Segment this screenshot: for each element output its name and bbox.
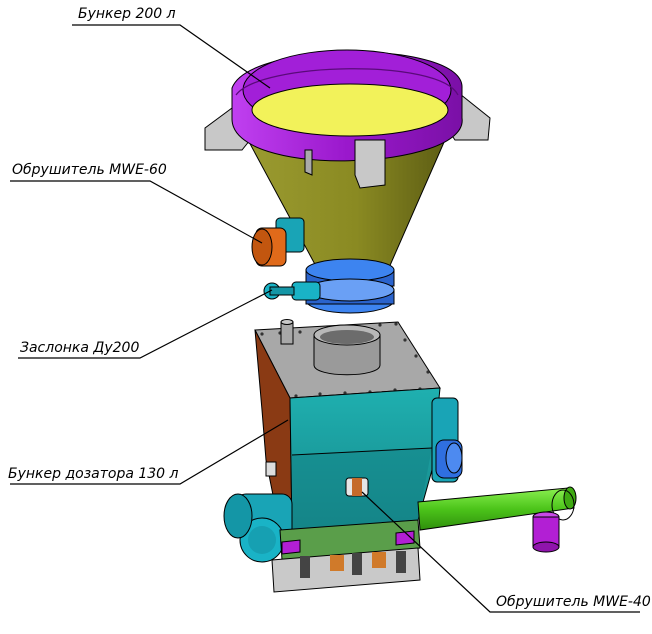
label-crusher-mwe60: Обрушитель MWE-60 [12,162,167,178]
gate-du200-icon [263,278,395,314]
hopper-200-icon [204,49,491,297]
label-gate-du200: Заслонка Ду200 [20,340,139,356]
dosing-hopper-icon [254,319,441,531]
crusher-mwe60-icon [251,217,305,267]
crusher-mwe40-icon [223,493,293,563]
label-hopper-200: Бункер 200 л [78,6,176,22]
label-dosing-hopper-130: Бункер дозатора 130 л [8,466,179,482]
screw-conveyor-icon [417,486,577,553]
label-crusher-mwe40: Обрушитель MWE-40 [496,594,651,610]
side-motor-icon [431,397,463,483]
leader-lines [10,24,640,613]
base-frame-icon [271,519,421,593]
